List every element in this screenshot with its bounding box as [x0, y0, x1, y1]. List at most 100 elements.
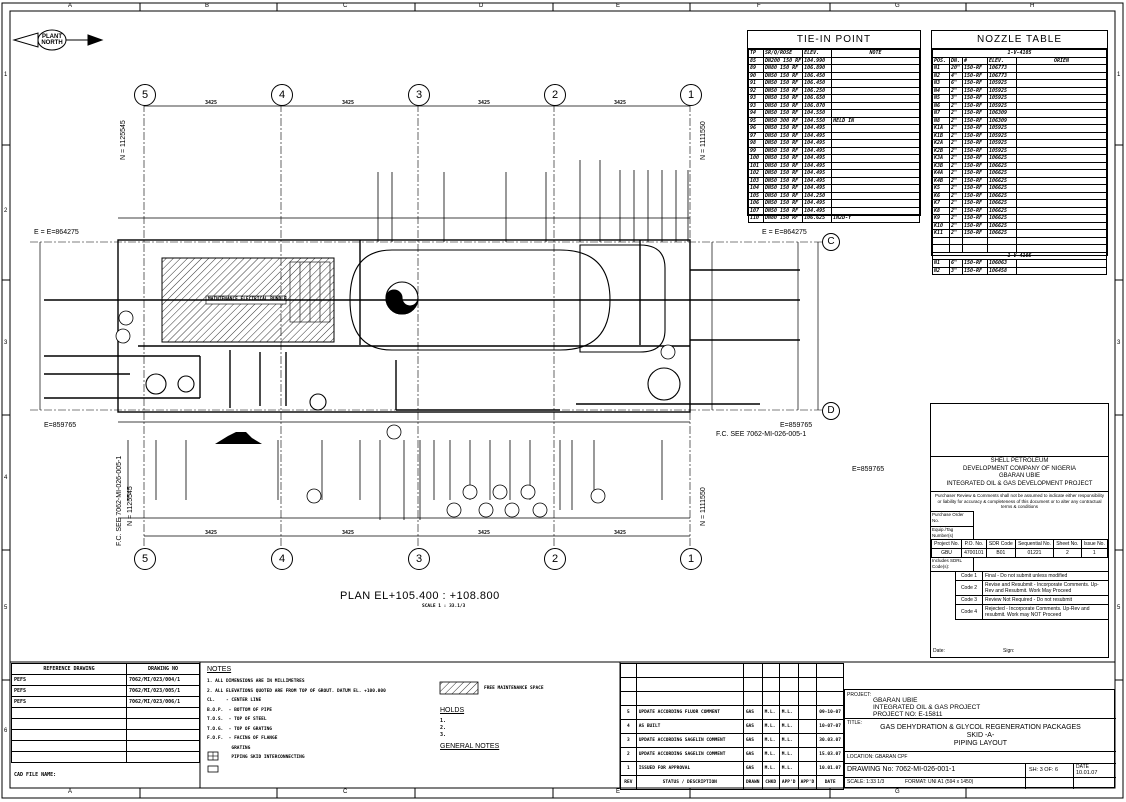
nozzle-cell	[1016, 154, 1107, 163]
note-item: F.O.F. - FACING OF FLANGE	[207, 736, 278, 741]
shell-vals-row: GBU 4700101 B01 01221 2 1	[930, 547, 1109, 558]
shell-code-table: Project No. P.O. No. SDR Code Sequential…	[930, 538, 1109, 558]
revision-cell	[620, 691, 637, 706]
revision-cell: 5	[620, 705, 637, 720]
nozzle-cell: 150-RF	[962, 146, 988, 155]
coord-north-right-bottom: N = 1111550	[700, 487, 707, 526]
shell-company-4: INTEGRATED OIL & GAS DEVELOPMENT PROJECT	[946, 480, 1093, 487]
coord-north-left: N = 1125545	[120, 120, 127, 160]
revision-cell: M.L.	[761, 761, 780, 776]
note-item: T.O.G. - TOP OF GRATING	[207, 726, 273, 732]
nozzle-cell: K11	[932, 229, 950, 238]
nozzle-cell: 105925	[987, 124, 1017, 133]
tie-in-cell	[831, 154, 920, 163]
nozzle-cell: N3	[932, 79, 950, 88]
nozzle-cell: 2"	[949, 229, 963, 238]
drawing-title-3: PIPING LAYOUT	[953, 740, 1008, 747]
revision-cell: M.L.	[761, 705, 780, 720]
nozzle-cell: 150-RF	[962, 116, 988, 125]
nozzle-cell: 105925	[987, 146, 1017, 155]
note-item: CL. - CENTER LINE	[207, 698, 262, 703]
nozzle-cell: 150-RF	[962, 71, 988, 80]
coord-east-far: E=859765	[852, 466, 885, 473]
shell-code-desc: Revise and Resubmit - Incorporate Commen…	[982, 579, 1109, 596]
shell-code: Code 3	[955, 594, 983, 605]
nozzle-cell: 150-RF	[962, 266, 988, 275]
shell-code: Code 2	[955, 579, 983, 596]
revision-cell: M.L.	[778, 705, 799, 720]
revision-header: CHKD	[761, 775, 780, 790]
revision-cell: 3	[620, 733, 637, 748]
tie-in-header: SR/Q/ROSE	[762, 49, 804, 58]
tie-in-cell: 93	[748, 101, 764, 110]
frame-col-f: F	[757, 3, 761, 9]
tie-in-cell: 106	[748, 199, 764, 208]
title-project-row: PROJECT: GBARAN UBIE INTEGRATED OIL & GA…	[845, 690, 1116, 719]
nozzle-table: NOZZLE TABLE 1-V-4105 POS. DN. # ELEV. O…	[931, 30, 1108, 275]
tie-in-cell: 104.495	[802, 146, 833, 155]
reference-cell	[126, 718, 200, 730]
nozzle-cell: N8	[932, 116, 950, 125]
nozzle-header: ORIEN	[1016, 56, 1107, 65]
nozzle-sub-title: 1-V-4105	[932, 251, 1107, 260]
note-item: PIPING SKID INTERCONNECTING	[207, 755, 305, 760]
nozzle-cell: 106625	[987, 199, 1017, 208]
reference-cell	[11, 718, 127, 730]
revision-cell	[620, 677, 637, 692]
revision-cell: 1	[620, 761, 637, 776]
revision-header: APP'D	[778, 775, 799, 790]
location-row: LOCATION: GBARAN CPF	[845, 751, 1116, 764]
revision-cell	[816, 691, 844, 706]
revision-cell	[797, 663, 818, 678]
frame-col-g-bottom: G	[895, 789, 900, 795]
notes-title: NOTES	[207, 666, 232, 673]
tie-in-cell: 89	[748, 64, 764, 73]
frame-row-3: 3	[4, 340, 8, 346]
nozzle-cell: 2"	[949, 206, 963, 215]
nozzle-cell	[1016, 169, 1107, 178]
tie-in-cell: DN50 150 RF	[762, 109, 804, 118]
shell-val: 2	[1053, 547, 1082, 558]
nozzle-cell	[962, 236, 988, 245]
revision-cell	[816, 677, 844, 692]
frame-col-h: H	[1030, 3, 1035, 9]
shell-approval-box: SHELL PETROLEUM DEVELOPMENT COMPANY OF N…	[930, 403, 1109, 658]
nozzle-cell: 106625	[987, 154, 1017, 163]
shell-po-label: Purchase Order No.	[931, 510, 974, 526]
fc-note-right: F.C. SEE 7062-MI-026-005-1	[716, 431, 807, 438]
reference-blank-row	[11, 707, 200, 719]
nozzle-cell: 106458	[987, 266, 1017, 275]
tie-in-cell: 92	[748, 86, 764, 95]
nozzle-cell: 150-RF	[962, 64, 988, 73]
nozzle-cell: 150-RF	[962, 176, 988, 185]
shell-val: 01221	[1014, 547, 1055, 558]
note-item: GRATING	[207, 745, 251, 751]
revision-cell	[635, 677, 744, 692]
nozzle-cell: 150-RF	[962, 139, 988, 148]
tie-in-cell: 100	[748, 154, 764, 163]
project-name-2: INTEGRATED OIL & GAS PROJECT	[873, 704, 981, 711]
general-notes-title: GENERAL NOTES	[440, 743, 500, 750]
note-item: B.O.P. - BOTTOM OF PIPE	[207, 707, 273, 713]
nozzle-cell: 106625	[987, 229, 1017, 238]
tie-in-title: TIE-IN POINT	[748, 31, 920, 49]
shell-val: 1	[1080, 547, 1109, 558]
nozzle-cell: N4	[932, 86, 950, 95]
nozzle-header: DN.	[949, 56, 963, 65]
